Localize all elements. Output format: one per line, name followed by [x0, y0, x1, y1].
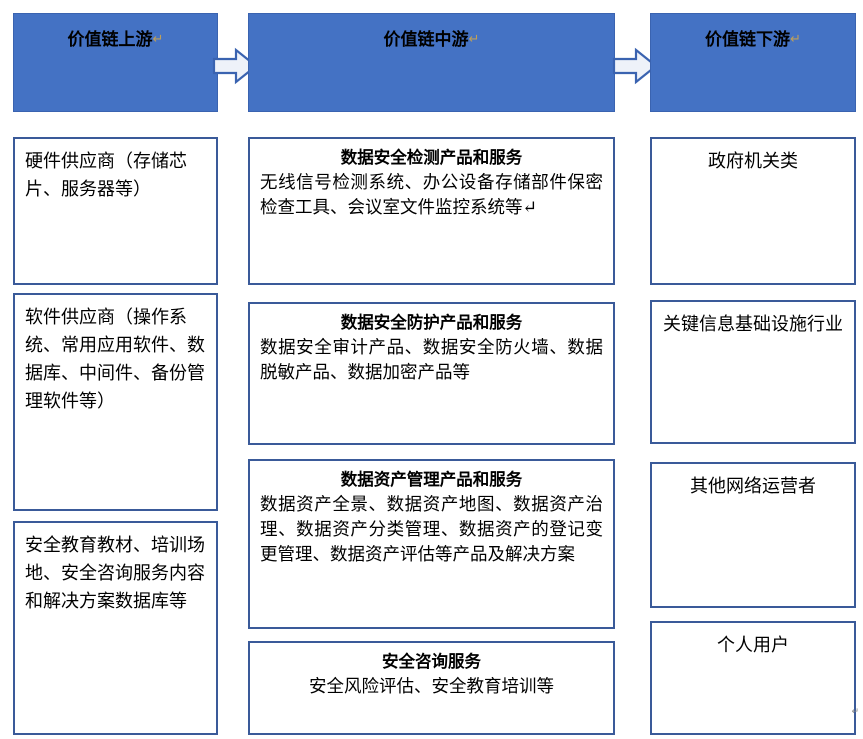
midstream-box-title: 数据安全检测产品和服务: [340, 148, 523, 167]
midstream-box-detection-products: 数据安全检测产品和服务 无线信号检测系统、办公设备存储部件保密检查工具、会议室文…: [248, 137, 615, 285]
upstream-box-text: 软件供应商（操作系统、常用应用软件、数据库、中间件、备份管理软件等）: [25, 307, 205, 411]
arrow-midstream-to-downstream: [612, 46, 658, 86]
downstream-box-individual-users: 个人用户: [650, 621, 856, 735]
downstream-box-government: 政府机关类: [650, 137, 856, 285]
arrow-upstream-to-midstream: [212, 46, 258, 86]
right-arrow-icon: [212, 47, 258, 85]
midstream-box-consulting-services: 安全咨询服务 安全风险评估、安全教育培训等: [248, 641, 615, 735]
midstream-box-protection-products: 数据安全防护产品和服务 数据安全审计产品、数据安全防火墙、数据脱敏产品、数据加密…: [248, 302, 615, 445]
upstream-box-software-suppliers: 软件供应商（操作系统、常用应用软件、数据库、中间件、备份管理软件等）: [13, 293, 218, 511]
pilcrow-icon: ↵: [790, 32, 801, 47]
midstream-box-title: 数据资产管理产品和服务: [340, 470, 523, 489]
header-label-downstream: 价值链下游↵: [705, 30, 801, 50]
pilcrow-icon: ↵: [468, 32, 480, 47]
midstream-box-text: 安全风险评估、安全教育培训等: [309, 675, 554, 696]
midstream-box-text: 无线信号检测系统、办公设备存储部件保密检查工具、会议室文件监控系统等↵: [260, 171, 603, 217]
stray-pilcrow-icon: ↵: [851, 707, 859, 717]
midstream-box-asset-management-products: 数据资产管理产品和服务 数据资产全景、数据资产地图、数据资产治理、数据资产分类管…: [248, 459, 615, 629]
downstream-box-critical-infrastructure: 关键信息基础设施行业: [650, 300, 856, 444]
downstream-box-other-network-operators: 其他网络运营者: [650, 462, 856, 608]
midstream-box-text: 数据安全审计产品、数据安全防火墙、数据脱敏产品、数据加密产品等: [260, 336, 603, 382]
downstream-box-text: 政府机关类: [708, 151, 798, 171]
downstream-box-text: 其他网络运营者: [690, 476, 816, 496]
upstream-box-text: 硬件供应商（存储芯片、服务器等）: [25, 151, 187, 199]
midstream-box-title: 安全咨询服务: [382, 652, 481, 671]
pilcrow-icon: ↵: [152, 32, 164, 47]
downstream-box-text: 个人用户: [717, 635, 789, 655]
header-label-upstream: 价值链上游↵: [67, 30, 164, 50]
midstream-box-text: 数据资产全景、数据资产地图、数据资产治理、数据资产分类管理、数据资产的登记变更管…: [260, 493, 603, 565]
header-box-upstream: 价值链上游↵: [13, 13, 218, 112]
upstream-box-text: 安全教育教材、培训场地、安全咨询服务内容和解决方案数据库等: [25, 535, 205, 611]
header-box-midstream: 价值链中游↵: [248, 13, 615, 112]
upstream-box-education-resources: 安全教育教材、培训场地、安全咨询服务内容和解决方案数据库等: [13, 521, 218, 735]
right-arrow-icon: [612, 47, 658, 85]
downstream-box-text: 关键信息基础设施行业: [663, 314, 843, 334]
midstream-box-title: 数据安全防护产品和服务: [340, 313, 523, 332]
header-box-downstream: 价值链下游↵: [650, 13, 856, 112]
header-label-midstream: 价值链中游↵: [383, 30, 480, 50]
upstream-box-hardware-suppliers: 硬件供应商（存储芯片、服务器等）: [13, 137, 218, 285]
